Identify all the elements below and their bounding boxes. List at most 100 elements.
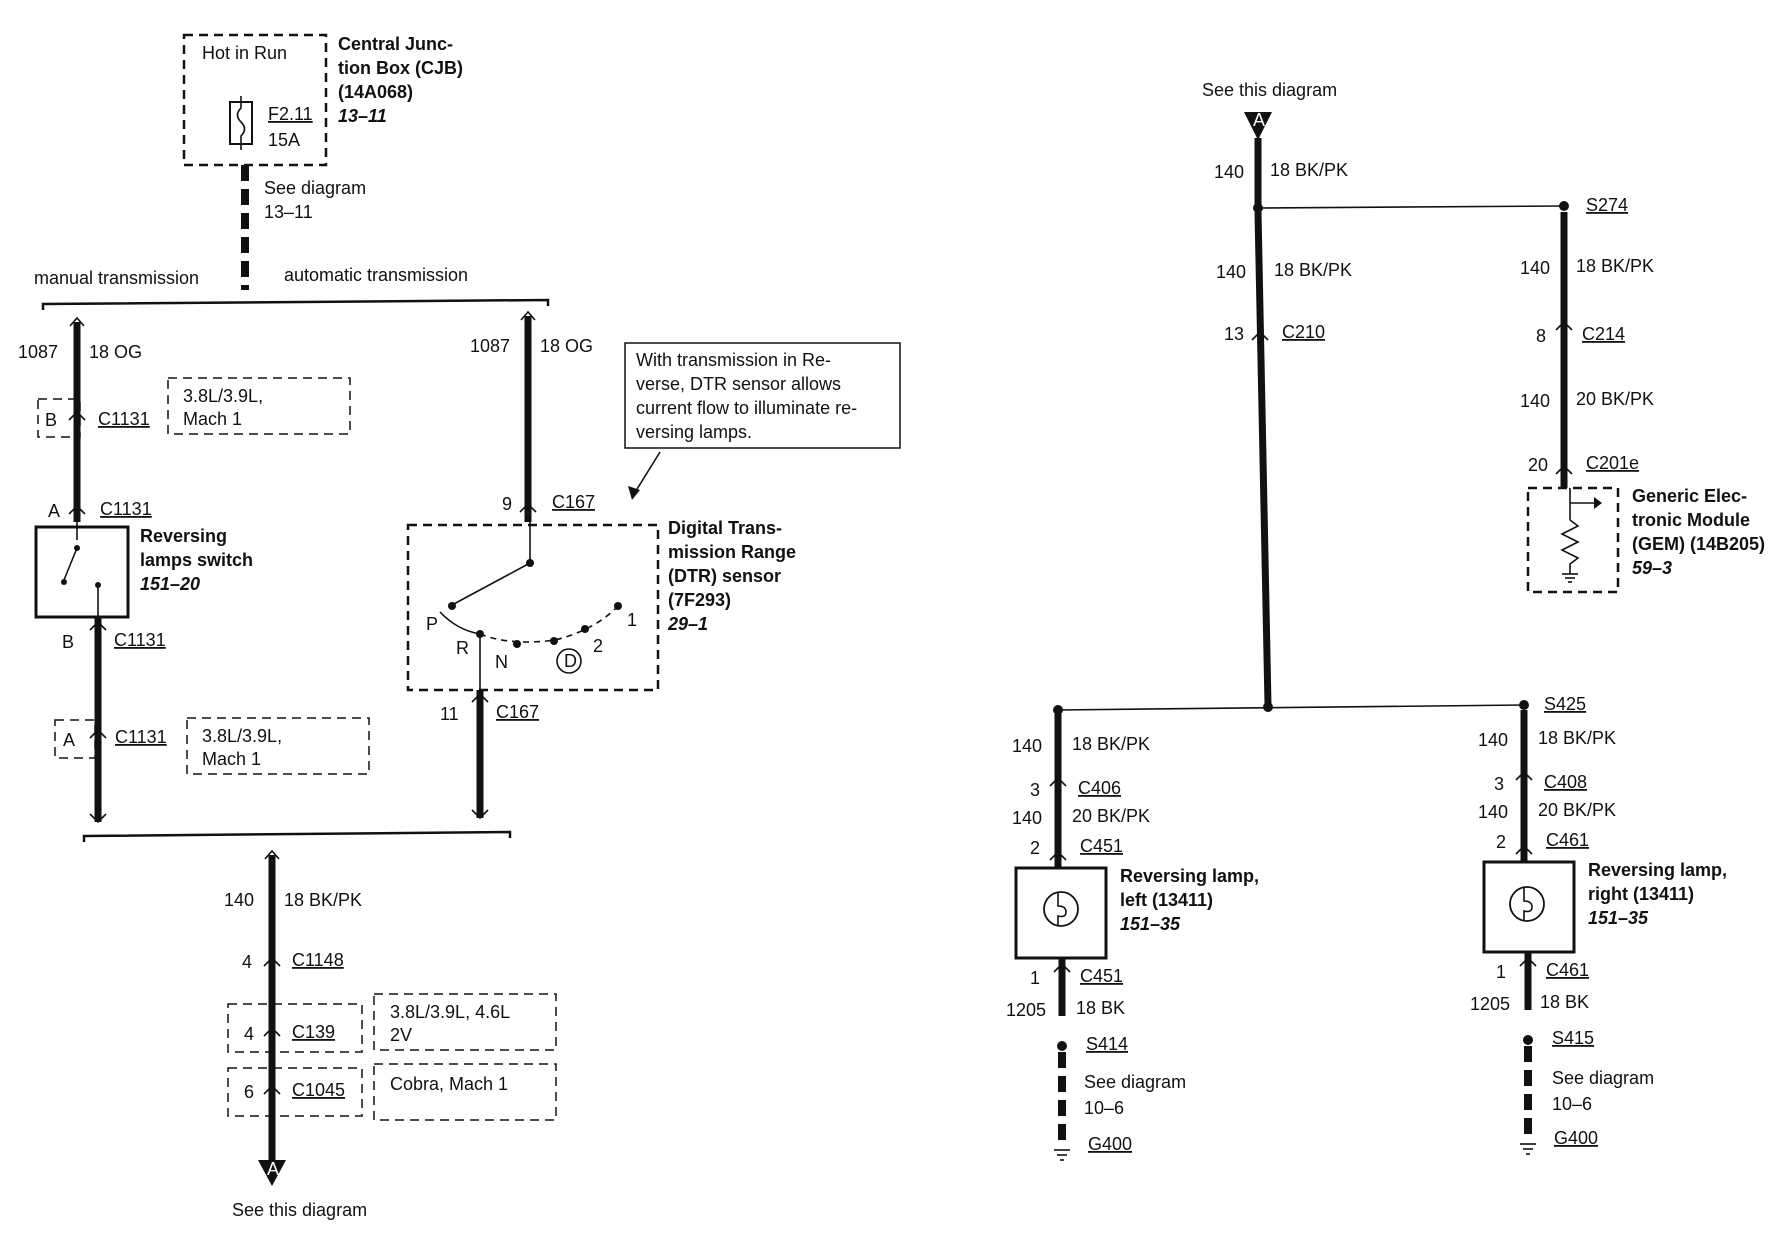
c406-pin: 3 xyxy=(1030,780,1040,800)
switch-top-pin: A xyxy=(48,501,60,521)
right-lamp-circuit1: 140 xyxy=(1478,730,1508,750)
cjb-title-line2: tion Box (CJB) xyxy=(338,58,463,78)
c1131-top-note-line2: Mach 1 xyxy=(183,409,242,429)
c1045-pin-box xyxy=(227,1067,363,1117)
c139-note-line2: 2V xyxy=(390,1025,412,1045)
splice-s415 xyxy=(1523,1035,1533,1045)
c201e-pin: 20 xyxy=(1528,455,1548,475)
c1148-pin: 4 xyxy=(242,952,252,972)
right-wire-mid-label: 18 BK/PK xyxy=(1274,260,1352,280)
dtr-reference: 29–1 xyxy=(667,614,708,634)
lower-left-wire-label: 18 BK/PK xyxy=(284,890,362,910)
c214-conn: C214 xyxy=(1582,324,1625,344)
c451-top-pin: 2 xyxy=(1030,838,1040,858)
splice-s415-label: S415 xyxy=(1552,1028,1594,1048)
c408-pin: 3 xyxy=(1494,774,1504,794)
connector-marker xyxy=(1515,770,1533,781)
right-top-run: See this diagram A 140 18 BK/PK S274 140… xyxy=(1202,80,1765,706)
automatic-wire: 18 OG xyxy=(540,336,593,356)
switch-name-line2: lamps switch xyxy=(140,550,253,570)
c210-conn: C210 xyxy=(1282,322,1325,342)
dtr-bottom-conn: C167 xyxy=(496,702,539,722)
c1131-bottom-conn: C1131 xyxy=(115,727,167,747)
connector-marker xyxy=(1049,850,1067,861)
right-lamp-wire1: 18 BK/PK xyxy=(1538,728,1616,748)
left-ground-label: G400 xyxy=(1088,1134,1132,1154)
reversing-lamps-switch-box xyxy=(34,525,130,619)
gem-reference: 59–3 xyxy=(1632,558,1672,578)
right-lamp-wire3: 18 BK xyxy=(1540,992,1589,1012)
gem-wire1: 18 BK/PK xyxy=(1576,256,1654,276)
position-r: R xyxy=(456,638,469,658)
switch-icon xyxy=(61,522,101,617)
cjb-reference: 13–11 xyxy=(338,106,387,126)
fuse-icon xyxy=(229,96,253,150)
lamp-bulb-icon xyxy=(1043,891,1079,927)
c139-conn: C139 xyxy=(292,1022,335,1042)
splice-s274-label: S274 xyxy=(1586,195,1628,215)
position-p: P xyxy=(426,614,438,634)
c1131-bottom-pin: A xyxy=(63,730,75,750)
splice-s274 xyxy=(1559,201,1569,211)
right-see-diagram-line2: 10–6 xyxy=(1552,1094,1592,1114)
c210-pin: 13 xyxy=(1224,324,1244,344)
cjb-see-diagram-line2: 13–11 xyxy=(264,202,313,222)
dtr-top-pin: 9 xyxy=(502,494,512,514)
switch-bottom-pin: B xyxy=(62,632,74,652)
dtr-name-line2: mission Range xyxy=(668,542,796,562)
connector-marker xyxy=(1049,776,1067,787)
position-2: 2 xyxy=(593,636,603,656)
left-lamp-circuit2: 140 xyxy=(1012,808,1042,828)
c1045-pin: 6 xyxy=(244,1082,254,1102)
connector-marker xyxy=(263,956,281,967)
right-lamp-wire2: 20 BK/PK xyxy=(1538,800,1616,820)
switch-reference: 151–20 xyxy=(140,574,200,594)
callout-arrow xyxy=(633,451,661,495)
dtr-name-line1: Digital Trans- xyxy=(668,518,782,538)
left-lamp-wire1: 18 BK/PK xyxy=(1072,734,1150,754)
connector-marker xyxy=(1555,464,1573,475)
lamp-split-line xyxy=(1057,704,1525,711)
dtr-top-conn: C167 xyxy=(552,492,595,512)
dtr-selector-icon xyxy=(439,522,622,690)
dtr-bottom-pin: 11 xyxy=(440,704,459,724)
right-lamp-circuit2: 140 xyxy=(1478,802,1508,822)
connector-marker xyxy=(1053,962,1071,973)
left-lamp-name-line1: Reversing lamp, xyxy=(1120,866,1259,886)
c1045-note-box xyxy=(373,1063,557,1121)
right-wire-main xyxy=(1254,211,1272,706)
splice-s425 xyxy=(1519,700,1529,710)
left-lamp-box xyxy=(1014,866,1108,960)
connector-marker xyxy=(89,620,107,631)
c1131-top-pin: B xyxy=(45,410,57,430)
c406-conn: C406 xyxy=(1078,778,1121,798)
gem-module-box xyxy=(1526,486,1620,594)
left-see-diagram-line2: 10–6 xyxy=(1084,1098,1124,1118)
dtr-name-line3: (DTR) sensor xyxy=(668,566,781,586)
right-circuit-top: 140 xyxy=(1214,162,1244,182)
manual-transmission-label: manual transmission xyxy=(34,268,199,288)
cjb-title-line1: Central Junc- xyxy=(338,34,453,54)
splice-s425-label: S425 xyxy=(1544,694,1586,714)
c1131-bottom-note-box xyxy=(186,717,370,775)
c1131-bottom-note-line2: Mach 1 xyxy=(202,749,261,769)
c139-note-line1: 3.8L/3.9L, 4.6L xyxy=(390,1002,510,1022)
ground-icon xyxy=(1520,1143,1536,1155)
c451-bottom-pin: 1 xyxy=(1030,968,1040,988)
ground-icon xyxy=(1054,1149,1070,1161)
branch-bus xyxy=(41,298,550,310)
lamp-bulb-icon xyxy=(1509,886,1545,922)
dtr-part-number: (7F293) xyxy=(668,590,731,610)
left-lamp-wire2: 20 BK/PK xyxy=(1072,806,1150,826)
gem-name-line3: (GEM) (14B205) xyxy=(1632,534,1765,554)
callout-line3: current flow to illuminate re- xyxy=(636,398,857,418)
right-lamp-run: S425 140 18 BK/PK 3 C408 140 20 BK/PK 2 … xyxy=(1470,694,1727,1155)
connector-marker xyxy=(89,728,107,739)
c461-top-conn: C461 xyxy=(1546,830,1589,850)
splice-s414 xyxy=(1057,1041,1067,1051)
gem-resistor-icon xyxy=(1560,488,1602,583)
connector-marker xyxy=(471,692,489,703)
offpage-connector-a-bottom xyxy=(258,1160,286,1186)
hot-in-run-label: Hot in Run xyxy=(202,43,287,63)
c139-pin-box xyxy=(227,1003,363,1053)
